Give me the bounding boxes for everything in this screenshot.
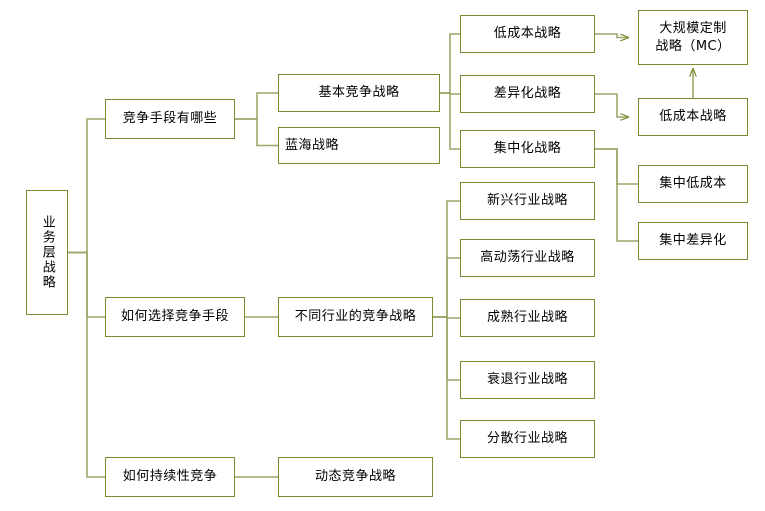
node-label: 如何持续性竞争 (122, 469, 218, 485)
node-label: 竞争手段有哪些 (122, 111, 218, 127)
edge-n-chayihua-to-n-dichengben-right (595, 93, 628, 117)
n-dichengben-right[interactable]: 低成本战略 (638, 98, 748, 136)
n-shuaitui[interactable]: 衰退行业战略 (460, 361, 595, 399)
n-jizhong-chayihua[interactable]: 集中差异化 (638, 222, 748, 260)
node-label: 动态竞争战略 (314, 469, 396, 485)
n-chengshu[interactable]: 成熟行业战略 (460, 299, 595, 337)
edge-n-dichengben-to-n-daguimo-dingzhi (595, 33, 628, 38)
node-label: 蓝海战略 (285, 137, 340, 153)
node-label: 业务层战略 (39, 215, 55, 290)
n-xinxing[interactable]: 新兴行业战略 (460, 182, 595, 220)
n-dongtai[interactable]: 动态竞争战略 (278, 457, 433, 497)
n-jizhonghua[interactable]: 集中化战略 (460, 130, 595, 168)
edge-n-butong-hangye-to-n-fensan (433, 316, 460, 440)
edge-n-jiben-jingzheng-to-n-jizhonghua (440, 92, 460, 150)
n-dichengben[interactable]: 低成本战略 (460, 15, 595, 53)
n-lanhai[interactable]: 蓝海战略 (278, 127, 440, 164)
edge-n-jingzheng-shouduan-to-n-jiben-jingzheng (235, 92, 278, 120)
node-label: 分散行业战略 (486, 431, 568, 447)
edge-n-butong-hangye-to-n-gaodongdang (433, 257, 460, 318)
node-label: 集中化战略 (493, 141, 562, 157)
node-label: 集中差异化 (659, 233, 727, 249)
edge-root-to-n-ruhe-xuanze (68, 251, 105, 318)
n-ruhe-xuanze[interactable]: 如何选择竞争手段 (105, 297, 245, 337)
n-butong-hangye[interactable]: 不同行业的竞争战略 (278, 297, 433, 337)
edge-n-jiben-jingzheng-to-n-dichengben (440, 33, 460, 94)
node-label: 新兴行业战略 (486, 193, 568, 209)
edge-n-jizhonghua-to-n-jizhong-chayihua (595, 148, 638, 242)
edge-n-butong-hangye-to-n-xinxing (433, 200, 460, 318)
node-label: 基本竞争战略 (318, 85, 400, 101)
edge-n-butong-hangye-to-n-chengshu (433, 316, 460, 319)
edge-n-jiben-jingzheng-to-n-chayihua (440, 92, 460, 95)
node-label: 高动荡行业战略 (480, 250, 575, 266)
n-jingzheng-shouduan[interactable]: 竞争手段有哪些 (105, 99, 235, 139)
n-chayihua[interactable]: 差异化战略 (460, 75, 595, 113)
edge-n-jizhonghua-to-n-jizhong-dichengben (595, 148, 638, 185)
n-jizhong-dichengben[interactable]: 集中低成本 (638, 165, 748, 203)
n-fensan[interactable]: 分散行业战略 (460, 420, 595, 458)
node-root[interactable]: 业务层战略 (26, 190, 68, 315)
node-label: 衰退行业战略 (486, 372, 568, 388)
edge-n-jingzheng-shouduan-to-n-lanhai (235, 118, 278, 147)
node-label: 不同行业的竞争战略 (294, 309, 417, 325)
node-label: 成熟行业战略 (486, 310, 568, 326)
n-daguimo-dingzhi[interactable]: 大规模定制 战略（MC） (638, 10, 748, 65)
edge-root-to-n-jingzheng-shouduan (68, 118, 105, 254)
node-label: 集中低成本 (659, 176, 727, 192)
node-label: 低成本战略 (659, 109, 727, 125)
n-gaodongdang[interactable]: 高动荡行业战略 (460, 239, 595, 277)
node-label: 大规模定制 战略（MC） (655, 20, 731, 54)
n-ruhe-chixu[interactable]: 如何持续性竞争 (105, 457, 235, 497)
node-label: 低成本战略 (493, 26, 562, 42)
edge-n-butong-hangye-to-n-shuaitui (433, 316, 460, 381)
n-jiben-jingzheng[interactable]: 基本竞争战略 (278, 74, 440, 112)
edge-root-to-n-ruhe-chixu (68, 251, 105, 478)
node-label: 如何选择竞争手段 (120, 309, 229, 325)
node-label: 差异化战略 (493, 86, 562, 102)
